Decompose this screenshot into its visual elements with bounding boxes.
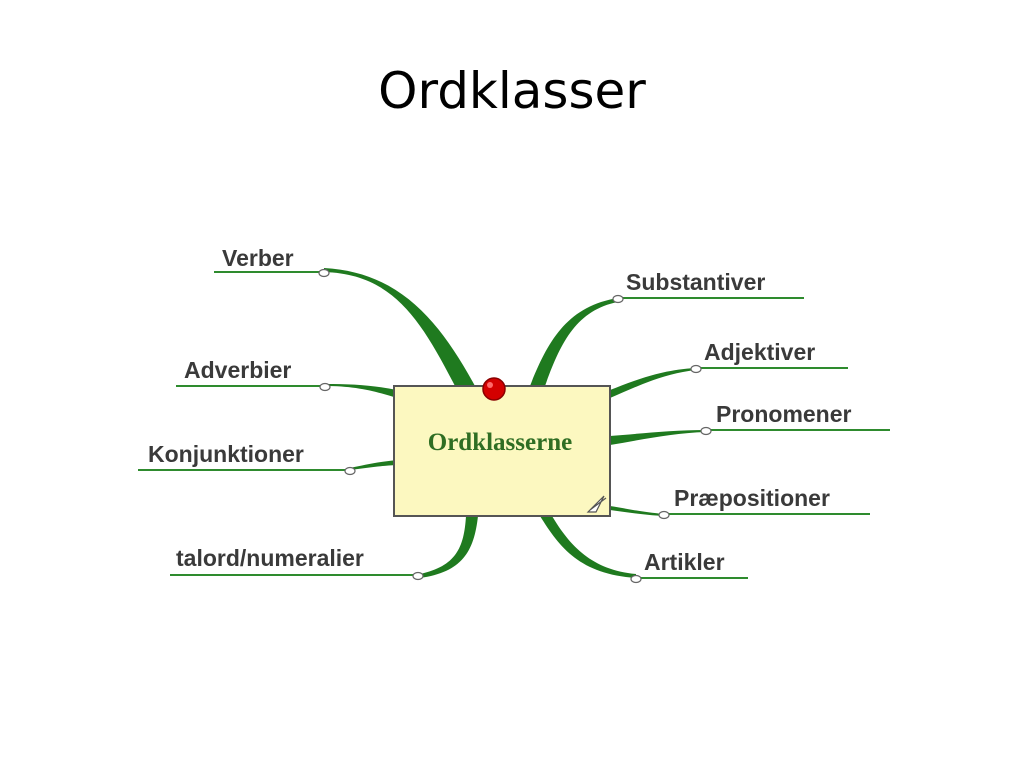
connector-talord xyxy=(420,516,478,578)
branch-label-pronomener: Pronomener xyxy=(716,401,852,427)
dot-substantiver xyxy=(612,294,624,304)
dot-pronomener xyxy=(700,426,712,436)
connector-adverbier xyxy=(325,384,397,398)
dot-artikler xyxy=(630,574,642,584)
dot-konjunktioner xyxy=(344,466,356,476)
branch-labels: Verber Adverbier Konjunktioner talord/nu… xyxy=(148,245,852,575)
center-node-box xyxy=(393,385,611,517)
label-underlines xyxy=(138,271,890,579)
branch-label-adverbier: Adverbier xyxy=(184,357,291,383)
slide-title: Ordklasser xyxy=(378,62,646,120)
connector-pronomener xyxy=(610,430,706,445)
pin-highlight xyxy=(487,382,493,388)
branch-label-talord: talord/numeralier xyxy=(176,545,364,571)
pin-icon xyxy=(482,377,506,401)
connector-konjunktioner xyxy=(350,460,397,470)
center-node: Ordklasserne xyxy=(393,377,611,517)
dot-verber xyxy=(318,268,330,278)
branch-connectors xyxy=(324,268,706,578)
connector-adjektiver xyxy=(610,368,696,398)
branch-label-artikler: Artikler xyxy=(644,549,725,575)
branch-label-konjunktioner: Konjunktioner xyxy=(148,441,304,467)
branch-label-substantiver: Substantiver xyxy=(626,269,765,295)
dot-adverbier xyxy=(319,382,331,392)
branch-label-adjektiver: Adjektiver xyxy=(704,339,815,365)
connector-dots xyxy=(318,268,712,584)
connector-verber xyxy=(324,268,475,386)
dot-adjektiver xyxy=(690,364,702,374)
connector-praepositioner xyxy=(610,506,664,516)
branch-label-verber: Verber xyxy=(222,245,294,271)
dot-praepositioner xyxy=(658,510,670,520)
connector-artikler xyxy=(540,516,636,578)
center-node-label: Ordklasserne xyxy=(428,429,572,456)
dot-talord xyxy=(412,571,424,581)
branch-label-praepositioner: Præpositioner xyxy=(674,485,830,511)
connector-substantiver xyxy=(530,298,618,386)
note-corner-icon xyxy=(586,495,607,513)
